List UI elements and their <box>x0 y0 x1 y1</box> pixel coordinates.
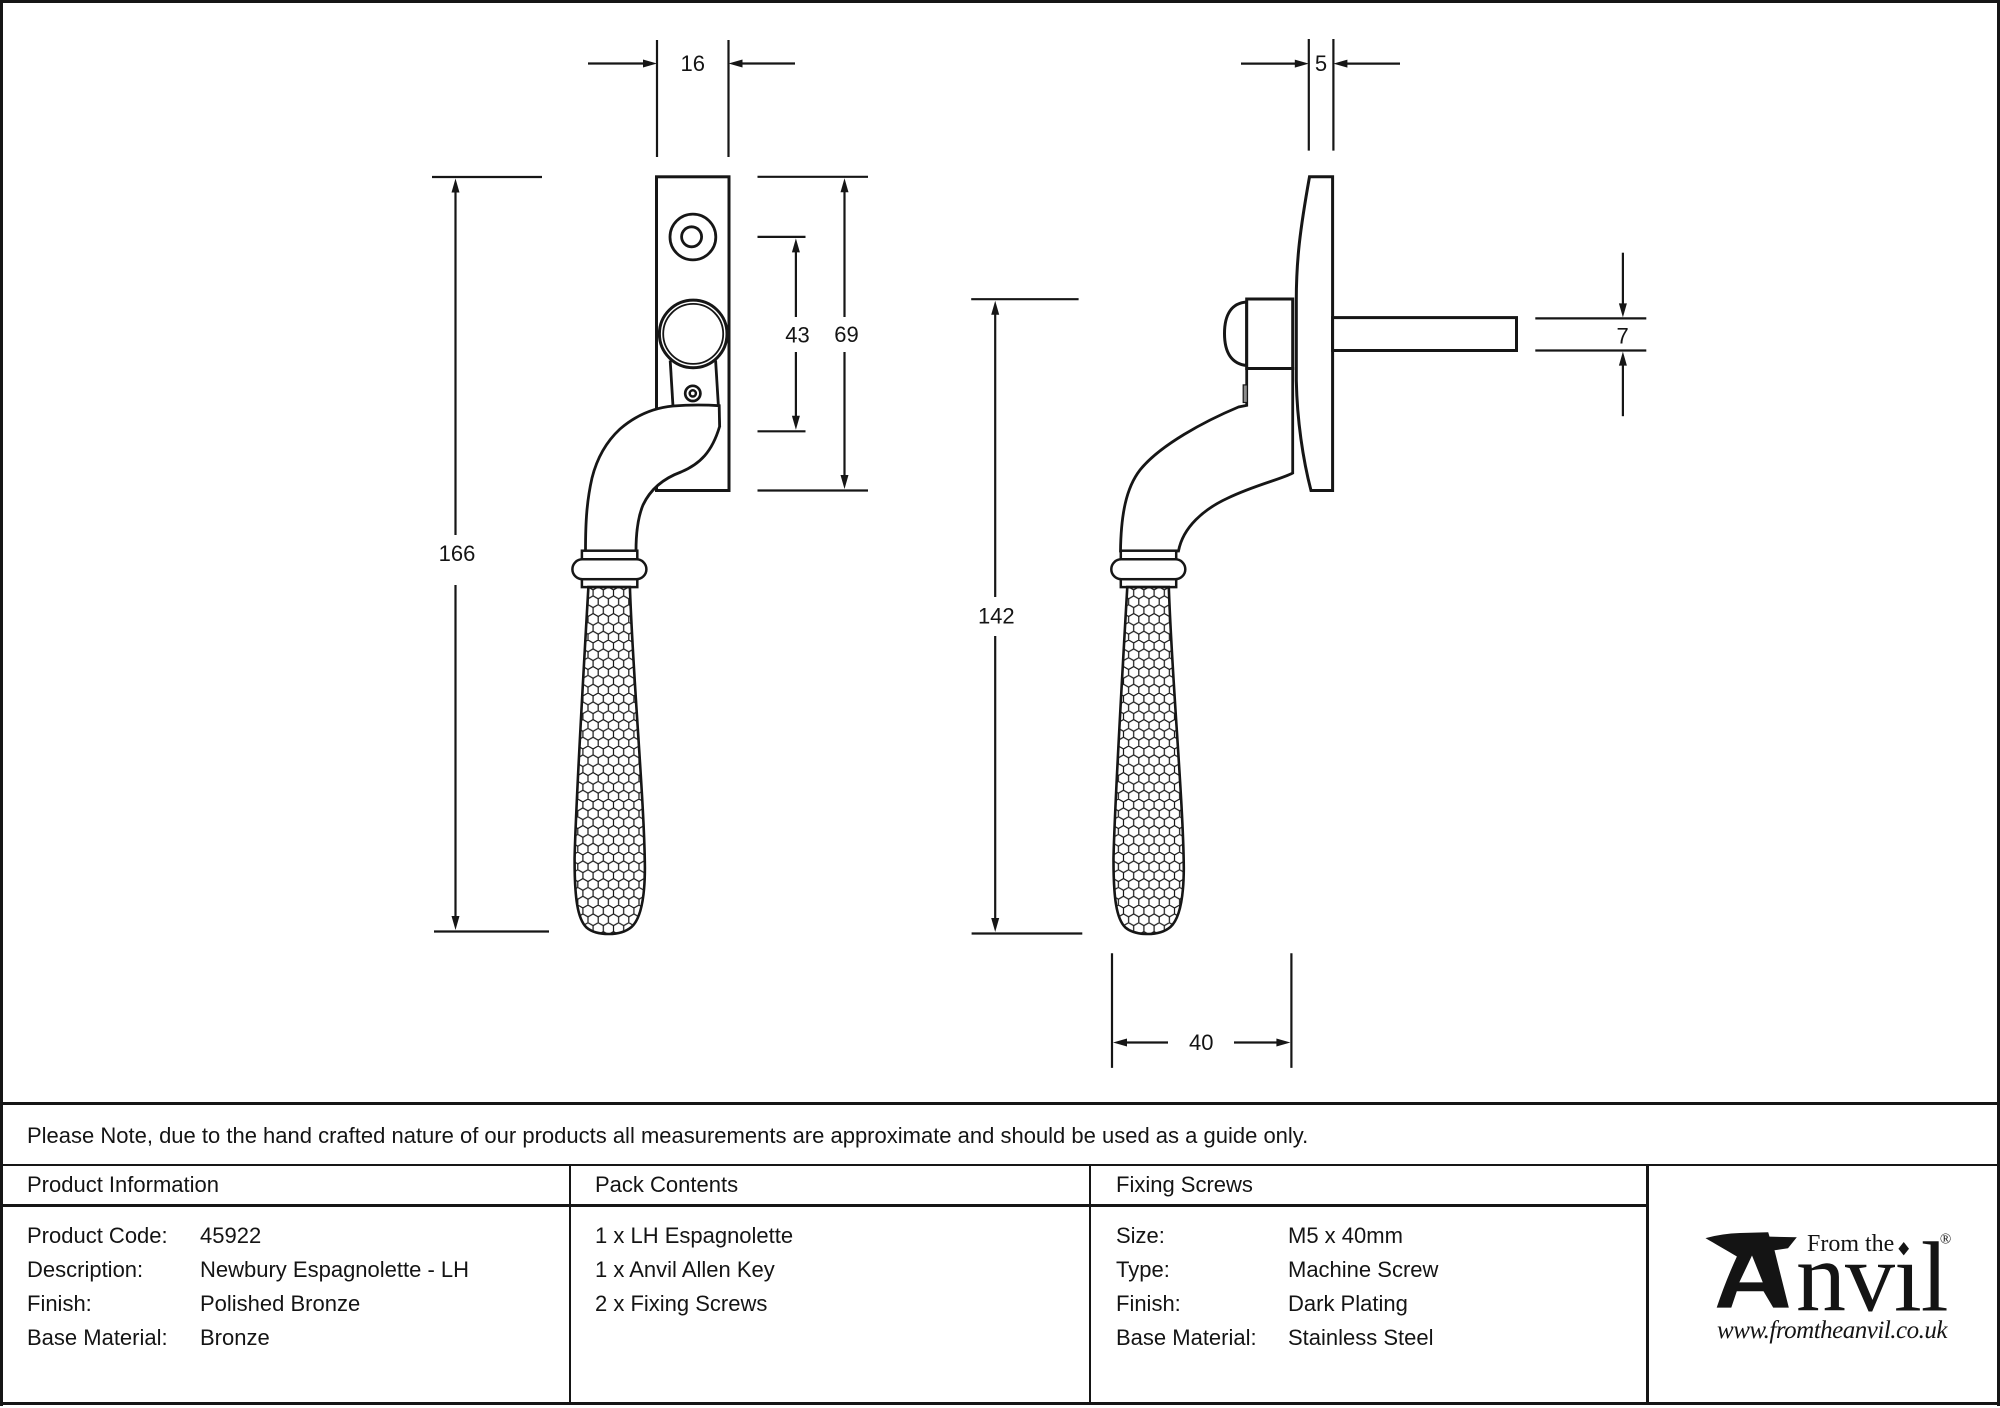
svg-text:43: 43 <box>785 322 809 347</box>
svg-text:7: 7 <box>1616 324 1628 349</box>
svg-text:nvıl: nvıl <box>1796 1221 1948 1332</box>
svg-text:69: 69 <box>834 322 858 347</box>
svg-text:®: ® <box>1940 1232 1951 1248</box>
svg-text:166: 166 <box>439 541 476 566</box>
svg-text:142: 142 <box>978 603 1015 628</box>
svg-text:www.fromtheanvil.co.uk: www.fromtheanvil.co.uk <box>1717 1317 1948 1344</box>
svg-text:16: 16 <box>680 51 704 76</box>
svg-text:From the: From the <box>1807 1231 1894 1257</box>
svg-text:40: 40 <box>1189 1030 1213 1055</box>
svg-text:5: 5 <box>1315 51 1327 76</box>
